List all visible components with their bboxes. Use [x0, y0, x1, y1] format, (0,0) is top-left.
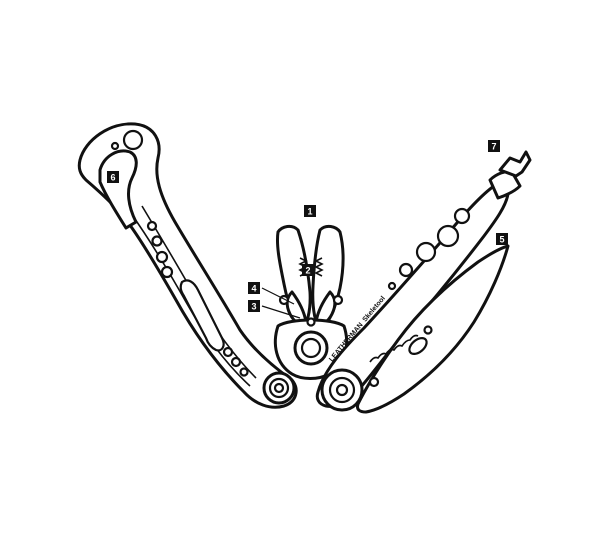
- svg-text:6: 6: [110, 173, 115, 183]
- svg-text:5: 5: [499, 235, 504, 245]
- callout-5: 5: [496, 233, 508, 245]
- callout-6: 6: [107, 171, 119, 183]
- svg-text:3: 3: [251, 302, 256, 312]
- leader-lines: [261, 287, 301, 319]
- callout-7: 7: [488, 140, 500, 152]
- callout-3: 3: [248, 300, 260, 312]
- left-handle: [77, 122, 298, 409]
- svg-text:7: 7: [491, 142, 496, 152]
- svg-text:4: 4: [251, 284, 256, 294]
- knife-blade: [356, 244, 510, 414]
- callout-4: 4: [248, 282, 260, 294]
- callout-1: 1: [304, 205, 316, 217]
- svg-text:2: 2: [305, 266, 310, 276]
- svg-text:1: 1: [307, 207, 312, 217]
- callout-2: 2: [302, 264, 314, 276]
